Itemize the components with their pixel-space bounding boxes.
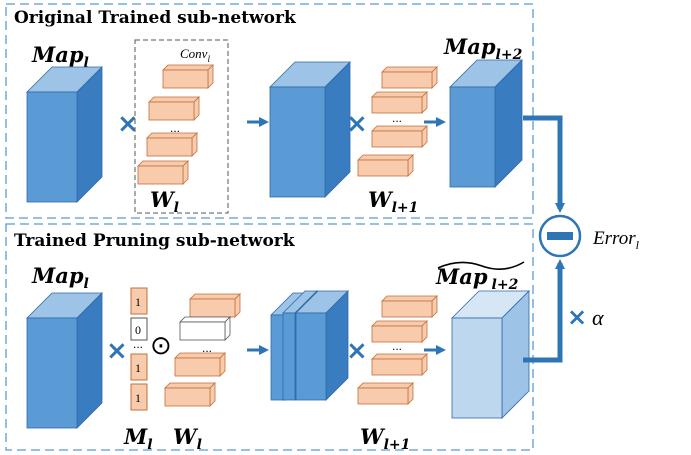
top-section-title: Original Trained sub-network [14, 8, 297, 28]
bottom-input-map-label: Mapl [31, 263, 89, 292]
top-input-map-label: Mapl [31, 42, 89, 71]
top-multiply-operator: × [117, 109, 139, 139]
alpha-label: α [592, 305, 604, 330]
bottom-output-cube [451, 290, 530, 419]
bottom-section-title: Trained Pruning sub-network [14, 231, 296, 251]
top-filters-l1-dots: ... [392, 111, 402, 125]
filter-top-face [371, 320, 428, 327]
mask-value: 1 [135, 361, 141, 375]
bottom-multiply-operator-2: × [346, 336, 368, 366]
bottom-filters-l-dots: ... [202, 341, 212, 355]
filter-top-face [371, 91, 428, 98]
filter-front-face [371, 325, 423, 343]
filter-front-face [189, 298, 236, 318]
filter-front-face [148, 101, 195, 121]
filter-top-face [381, 295, 438, 302]
filter-top-face [137, 160, 189, 167]
bottom-filters-l [164, 293, 241, 407]
bottom-weights-l-label: Wl [173, 424, 202, 453]
filter-top-face [381, 66, 438, 73]
cube-front-face [449, 86, 496, 188]
mask-cell [130, 317, 148, 341]
mask-label: Ml [123, 424, 153, 453]
top-section-box [5, 3, 534, 219]
bottom-pruned-stack [270, 290, 349, 401]
top-input-cube [26, 66, 103, 203]
cube-front-face [26, 91, 78, 203]
top-filters-l-dots: ... [170, 121, 180, 135]
mask-value: 1 [135, 391, 141, 405]
top-to-error-connector [523, 115, 565, 213]
bottom-section-box [5, 223, 534, 451]
error-label: Errorl [592, 228, 640, 252]
filter-top-face [148, 96, 200, 103]
filter-top-face [189, 293, 241, 300]
filter-top-face [179, 316, 231, 323]
filter-front-face [162, 69, 209, 89]
bottom-weights-l1-label: Wl+1 [360, 424, 410, 453]
filter-front-face [164, 387, 211, 407]
filter-top-face [357, 382, 414, 389]
tilde-mark [437, 261, 525, 270]
cube-front-face [26, 317, 78, 429]
bottom-multiply-operator: × [106, 336, 128, 366]
cube-front-face [451, 317, 503, 419]
top-filters-l1 [357, 66, 438, 177]
top-weights-l-label: Wl [150, 187, 179, 216]
filter-front-face [179, 321, 226, 341]
filter-front-face [174, 357, 221, 377]
filter-top-face [174, 352, 226, 359]
top-output-cube [449, 59, 523, 188]
filter-top-face [371, 125, 428, 132]
filter-top-face [162, 64, 214, 71]
mask-cell [130, 287, 148, 315]
filter-front-face [381, 300, 433, 318]
subtract-node [538, 214, 582, 258]
slab-front-face [295, 312, 327, 401]
filter-front-face [137, 165, 184, 185]
slab-front-face [282, 312, 296, 401]
filter-front-face [371, 96, 423, 114]
filter-front-face [357, 387, 409, 405]
mask-value: 1 [135, 295, 141, 309]
hadamard-operator: ⊙ [150, 331, 172, 361]
minus-icon [547, 232, 573, 240]
bottom-input-cube [26, 292, 103, 429]
top-multiply-operator-2: × [346, 109, 368, 139]
bottom-filters-l1-dots: ... [392, 339, 402, 353]
mask-value: 0 [135, 323, 141, 337]
filter-top-face [164, 382, 216, 389]
mask-dots: ... [133, 337, 143, 351]
mask-vector: 1 0 ... 1 1 [130, 287, 148, 411]
top-filters-l [137, 64, 214, 185]
filter-front-face [371, 358, 423, 376]
top-mid-cube [269, 61, 351, 198]
filter-front-face [357, 159, 409, 177]
bottom-filters-l1 [357, 295, 438, 405]
mask-cell [130, 383, 148, 411]
bottom-to-error-connector [523, 259, 565, 363]
filter-front-face [146, 137, 193, 157]
filter-front-face [381, 71, 433, 89]
conv-label: Convl [180, 46, 210, 64]
filter-front-face [371, 130, 423, 148]
conv-group-box [134, 39, 229, 214]
filter-top-face [357, 154, 414, 161]
cube-front-face [269, 86, 326, 198]
filter-top-face [371, 353, 428, 360]
top-weights-l1-label: Wl+1 [368, 187, 418, 216]
top-output-map-label: Mapl+2 [443, 34, 523, 63]
alpha-multiply-operator: × [567, 303, 587, 331]
mask-cell [130, 353, 148, 381]
